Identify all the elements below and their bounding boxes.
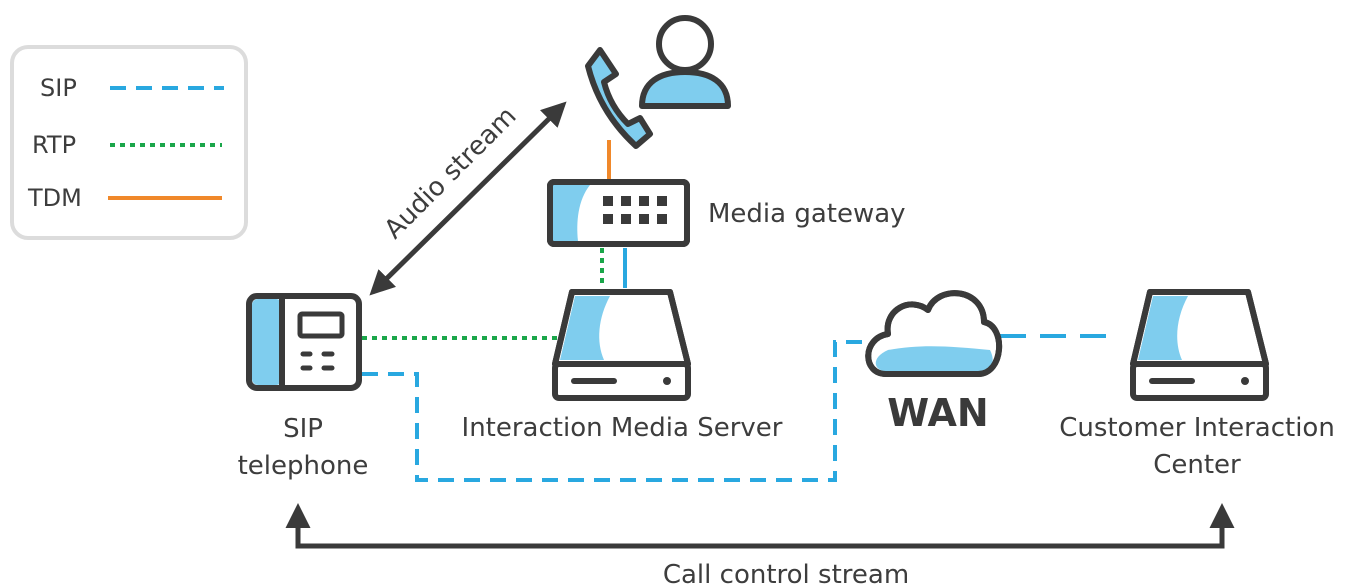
media-server-icon <box>552 289 691 401</box>
legend-label-rtp: RTP <box>32 131 76 159</box>
cic-label-line1: Customer Interaction <box>1059 413 1335 443</box>
wan-label: WAN <box>887 391 988 435</box>
agent-phone-icon <box>585 47 653 149</box>
media-gateway-icon <box>547 179 690 247</box>
sip-telephone-label-line1: SIP <box>283 414 323 444</box>
audio-stream-label: Audio stream <box>379 101 523 245</box>
media-gateway-label: Media gateway <box>708 199 906 229</box>
media-server-label: Interaction Media Server <box>462 413 783 443</box>
audio-stream-arrow <box>369 101 567 296</box>
sip-telephone-icon <box>246 293 362 391</box>
cic-label-line2: Center <box>1153 450 1241 480</box>
legend-label-tdm: TDM <box>27 184 82 212</box>
legend-label-sip: SIP <box>40 74 77 102</box>
call-control-stream-arrow <box>285 503 1235 549</box>
sip-telephone-label-line2: telephone <box>238 451 369 481</box>
legend: SIP RTP TDM <box>10 45 248 240</box>
cic-server-icon <box>1130 289 1269 401</box>
call-control-stream-label: Call control stream <box>663 560 909 586</box>
agent-person-icon <box>639 15 731 109</box>
wan-cloud-icon <box>865 290 1002 377</box>
sip-link-phone-wan <box>362 340 866 482</box>
